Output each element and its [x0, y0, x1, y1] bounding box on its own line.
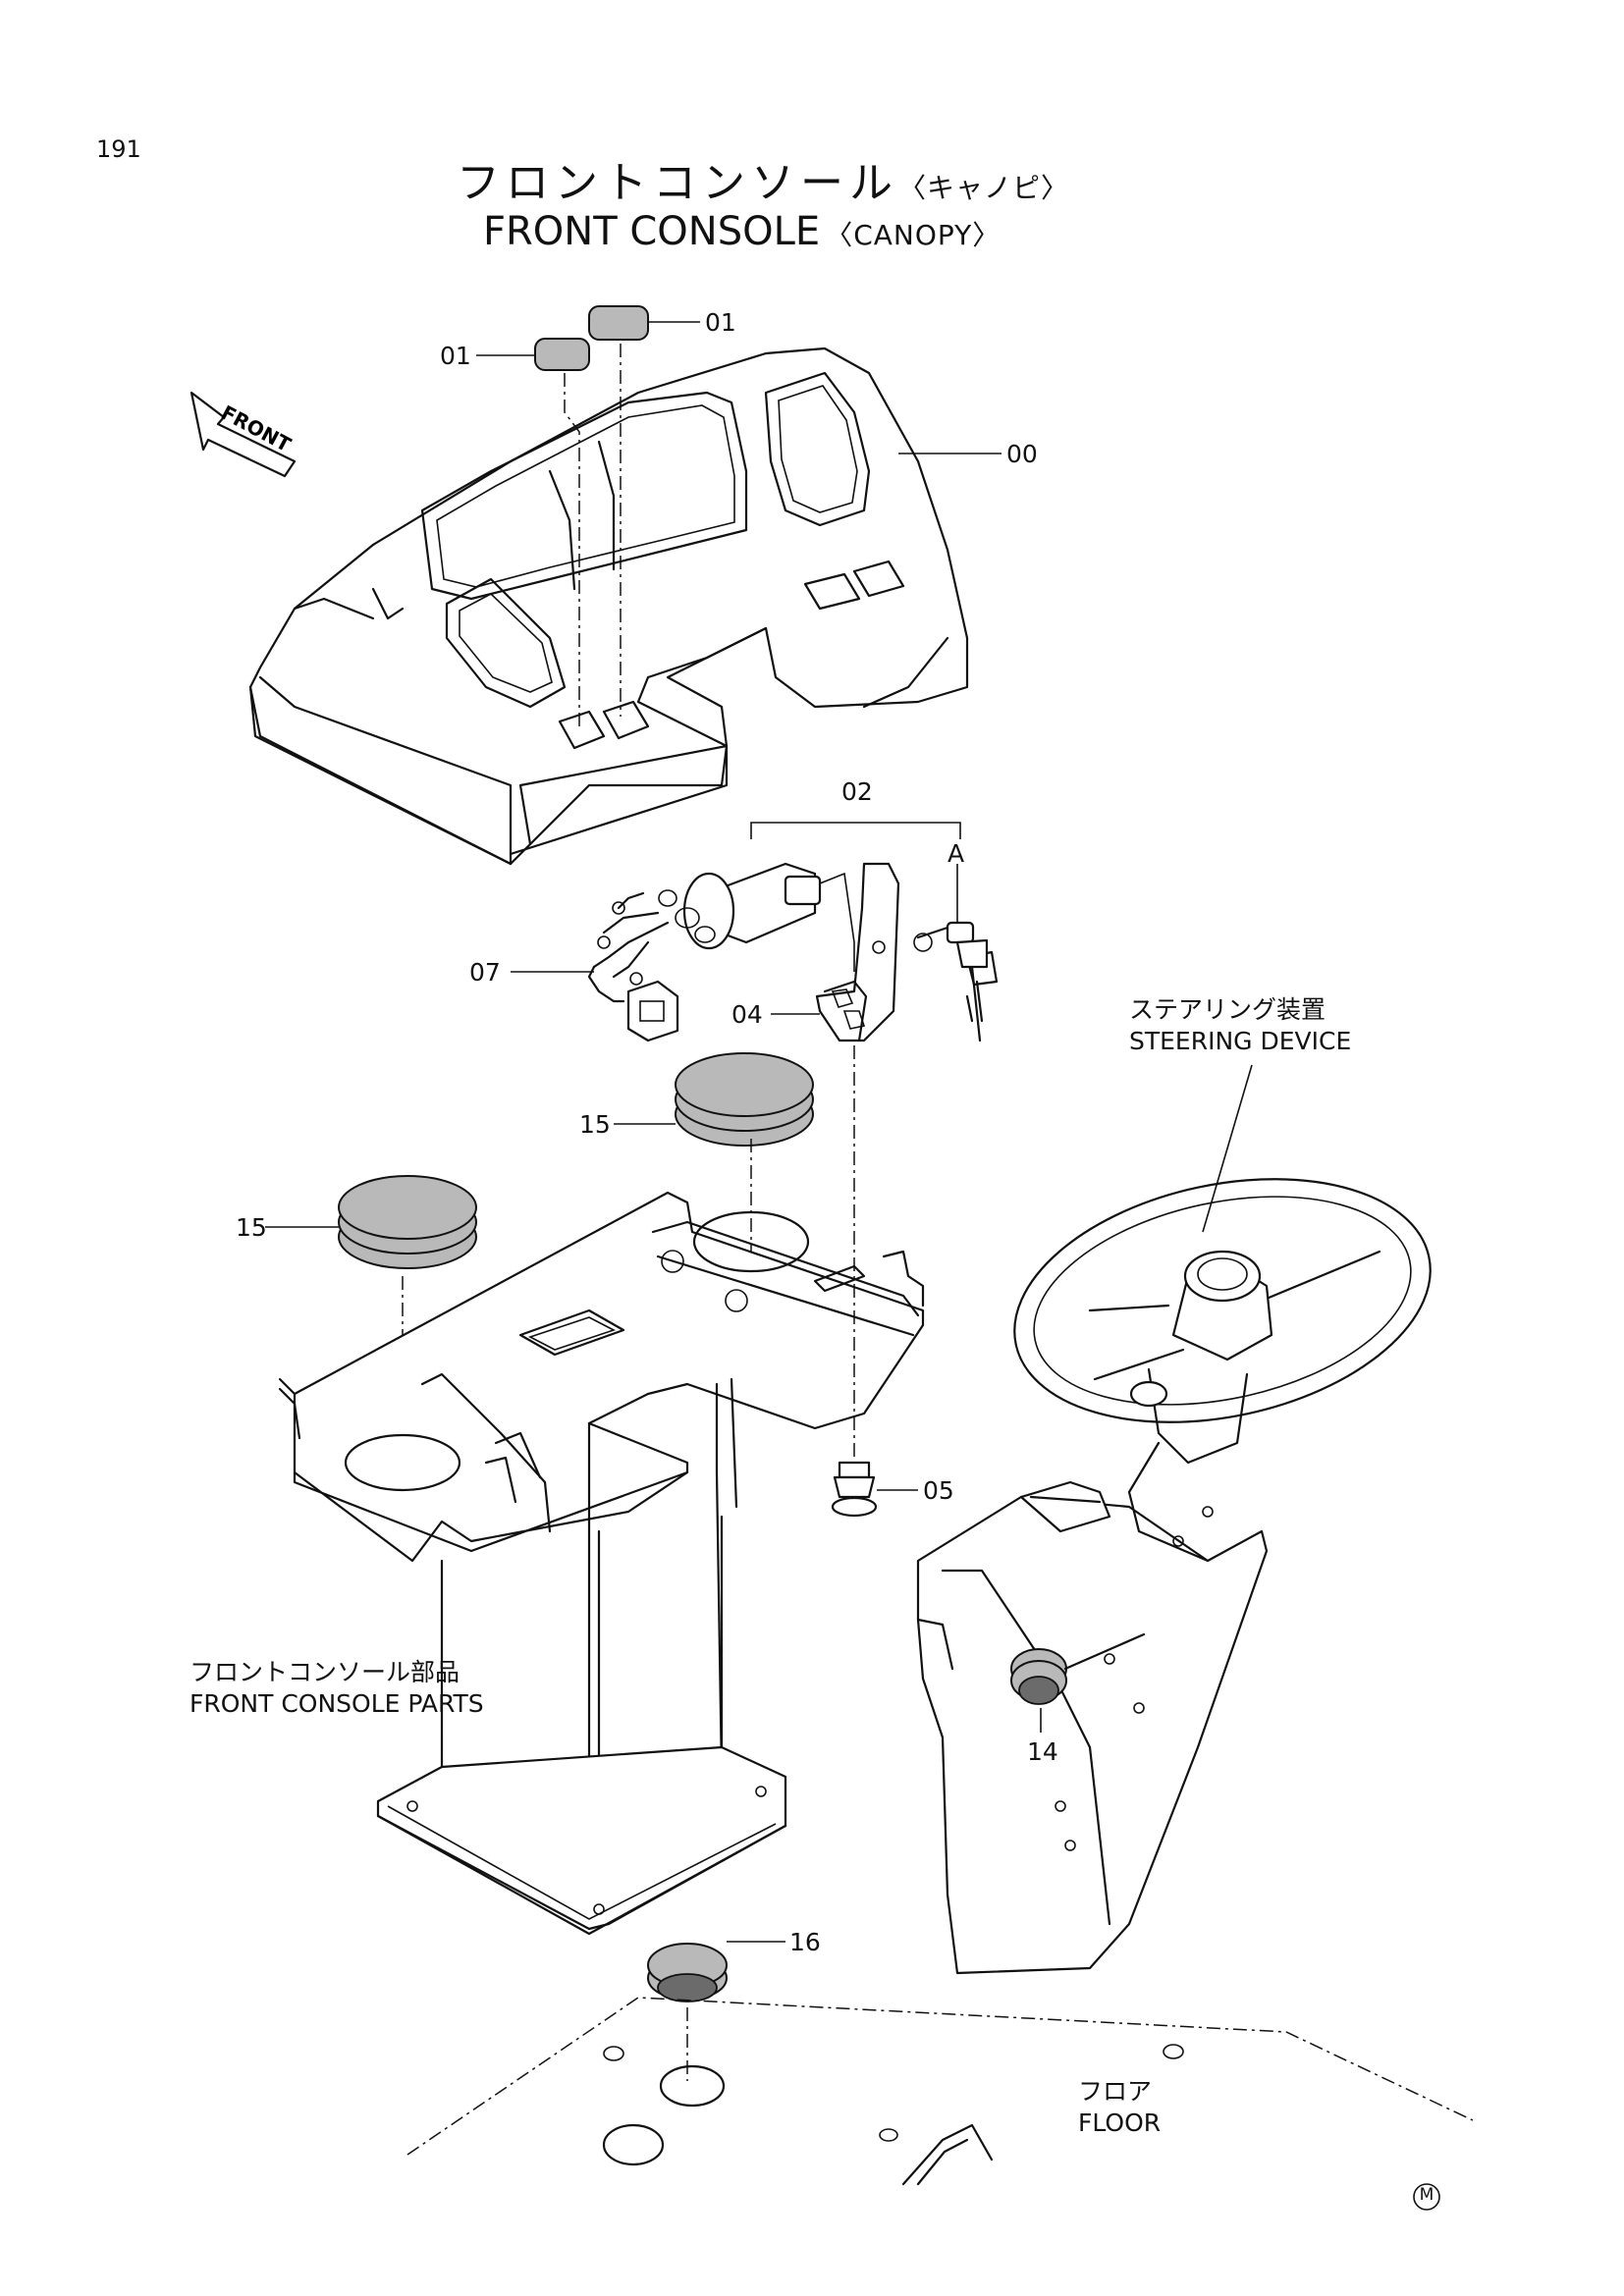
parts-label-en: FRONT CONSOLE PARTS [189, 1689, 484, 1718]
callout-leaders [265, 321, 1042, 1943]
floor-label-jp: フロア [1078, 2077, 1153, 2106]
steering-device [916, 1064, 1432, 1975]
m-mark-letter: M [1419, 2185, 1435, 2205]
part-05-bolt [831, 1045, 878, 1518]
part-02-key-switch [658, 862, 855, 972]
front-console-cover [248, 347, 969, 866]
part-16-grommet [647, 1943, 728, 2081]
page-number: 191 [96, 135, 141, 163]
part-01-plug-pair [534, 305, 649, 726]
title-en-sub: 〈CANOPY〉 [825, 219, 1001, 251]
callout-00: 00 [1006, 440, 1038, 468]
parts-label-jp: フロントコンソール部品 [189, 1658, 460, 1686]
front-console-parts-label: フロントコンソール部品 FRONT CONSOLE PARTS [189, 1657, 484, 1720]
floor-label: フロア FLOOR [1078, 2076, 1161, 2139]
title-jp-main: フロントコンソール [457, 158, 898, 208]
callout-16: 16 [789, 1928, 821, 1956]
callout-15-lower: 15 [236, 1213, 267, 1242]
front-console-frame [278, 1191, 925, 1936]
callout-15-upper: 15 [579, 1110, 611, 1139]
callout-04: 04 [731, 1000, 763, 1029]
ignition-keys [913, 864, 999, 1042]
title-jp: フロントコンソール〈キャノピ〉 [457, 147, 1069, 210]
callout-07: 07 [469, 958, 501, 987]
part-07-wire-harness [587, 891, 679, 1042]
title-en-main: FRONT CONSOLE [483, 209, 821, 254]
steering-device-label: ステアリング装置 STEERING DEVICE [1129, 994, 1351, 1057]
floor-label-en: FLOOR [1078, 2109, 1162, 2137]
callout-a: A [947, 839, 965, 868]
callout-05: 05 [923, 1476, 954, 1505]
part-04-bracket [815, 862, 900, 1042]
part-15-lower-pad [338, 1175, 477, 1433]
m-mark [1413, 2183, 1440, 2211]
callout-02-bracket [750, 822, 961, 839]
part-15-upper-pad [675, 1052, 814, 1256]
callout-02: 02 [841, 777, 873, 806]
callout-14: 14 [1027, 1737, 1058, 1766]
callout-01-right: 01 [705, 308, 736, 337]
front-direction-arrow: FRONT [189, 391, 297, 478]
part-14-grommet [1010, 1632, 1146, 1705]
steering-label-jp: ステアリング装置 [1129, 995, 1326, 1024]
title-en: FRONT CONSOLE 〈CANOPY〉 [483, 209, 1001, 254]
steering-label-en: STEERING DEVICE [1129, 1027, 1352, 1055]
callout-01-left: 01 [440, 342, 471, 370]
floor-plate [406, 1997, 1474, 2186]
title-jp-sub: 〈キャノピ〉 [898, 172, 1070, 204]
